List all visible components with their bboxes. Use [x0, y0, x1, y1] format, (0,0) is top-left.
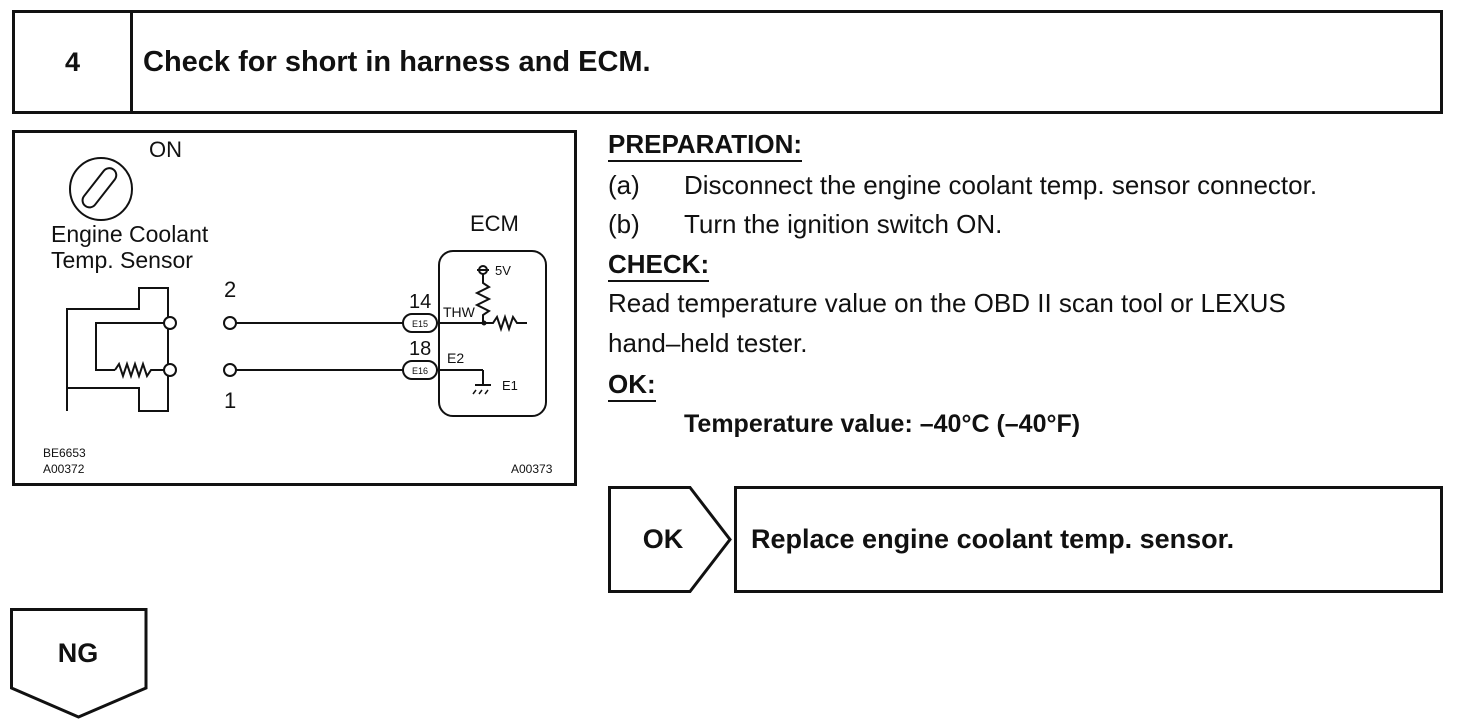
- ecm-pin-bottom-label: 18: [409, 338, 431, 360]
- sensor-internal-wire: [95, 322, 168, 371]
- connector-bottom-label: E16: [412, 366, 428, 376]
- ng-branch-label: NG: [57, 637, 99, 668]
- pin-bottom-label: 1: [224, 388, 236, 413]
- sensor-label-line1: Engine Coolant: [51, 221, 209, 247]
- pin-top-label: 2: [224, 277, 236, 302]
- item-letter: (b): [608, 209, 640, 239]
- check-text-line1: Read temperature value on the OBD II sca…: [608, 288, 1286, 318]
- ok-branch-label: OK: [642, 524, 684, 554]
- ok-heading: OK:: [608, 369, 656, 402]
- preparation-item-b: (b) Turn the ignition switch ON.: [608, 209, 1003, 240]
- diagram-code-3: A00373: [511, 462, 553, 476]
- ok-spec-section: OK:: [608, 369, 656, 402]
- terminal-e2-label: E2: [447, 350, 464, 366]
- item-text: Turn the ignition switch ON.: [684, 209, 1003, 239]
- ok-spec-value: Temperature value: –40°C (–40°F): [684, 410, 1081, 438]
- wiring-diagram-svg: ON Engine Coolant Temp. Sensor ECM 2 1 E…: [43, 137, 553, 476]
- diagram-code-2: A00372: [43, 462, 85, 476]
- sensor-label-line2: Temp. Sensor: [51, 247, 193, 273]
- ignition-switch-icon: [69, 157, 133, 221]
- diagram-code-1: BE6653: [43, 446, 86, 460]
- ok-arrow-shape: [608, 486, 732, 593]
- check-heading: CHECK:: [608, 249, 710, 282]
- preparation-section: PREPARATION:: [608, 129, 803, 162]
- preparation-item-a: (a) Disconnect the engine coolant temp. s…: [608, 170, 1318, 201]
- item-letter: (a): [608, 170, 640, 200]
- pullup-resistor-symbol: [474, 274, 492, 323]
- terminal-e1-label: E1: [502, 378, 518, 393]
- switch-label: ON: [149, 137, 182, 162]
- wiring-diagram: ON Engine Coolant Temp. Sensor ECM 2 1 E…: [12, 130, 577, 486]
- ok-result-text: Replace engine coolant temp. sensor.: [751, 524, 1235, 554]
- ok-result-box: Replace engine coolant temp. sensor.: [734, 486, 1443, 593]
- sensor-connector-housing: [66, 287, 169, 412]
- check-text-line2: hand–held tester.: [608, 328, 808, 358]
- input-resistor-symbol: [485, 313, 527, 333]
- voltage-label: 5V: [495, 263, 511, 278]
- ng-arrow-shape: [10, 608, 148, 719]
- item-text: Disconnect the engine coolant temp. sens…: [684, 170, 1318, 200]
- ecm-box: [438, 250, 547, 417]
- check-section: CHECK:: [608, 249, 710, 282]
- step-number: 4: [15, 13, 133, 111]
- ecm-pin-top-label: 14: [409, 291, 431, 313]
- ground-icon: [472, 384, 491, 395]
- terminal-thw-label: THW: [443, 304, 476, 320]
- sensor-resistor-symbol: [114, 360, 165, 380]
- connector-top-label: E15: [412, 319, 428, 329]
- step-title: Check for short in harness and ECM.: [143, 45, 651, 78]
- ecm-label: ECM: [470, 211, 519, 236]
- preparation-heading: PREPARATION:: [608, 129, 803, 162]
- step-header: 4 Check for short in harness and ECM.: [12, 10, 1443, 114]
